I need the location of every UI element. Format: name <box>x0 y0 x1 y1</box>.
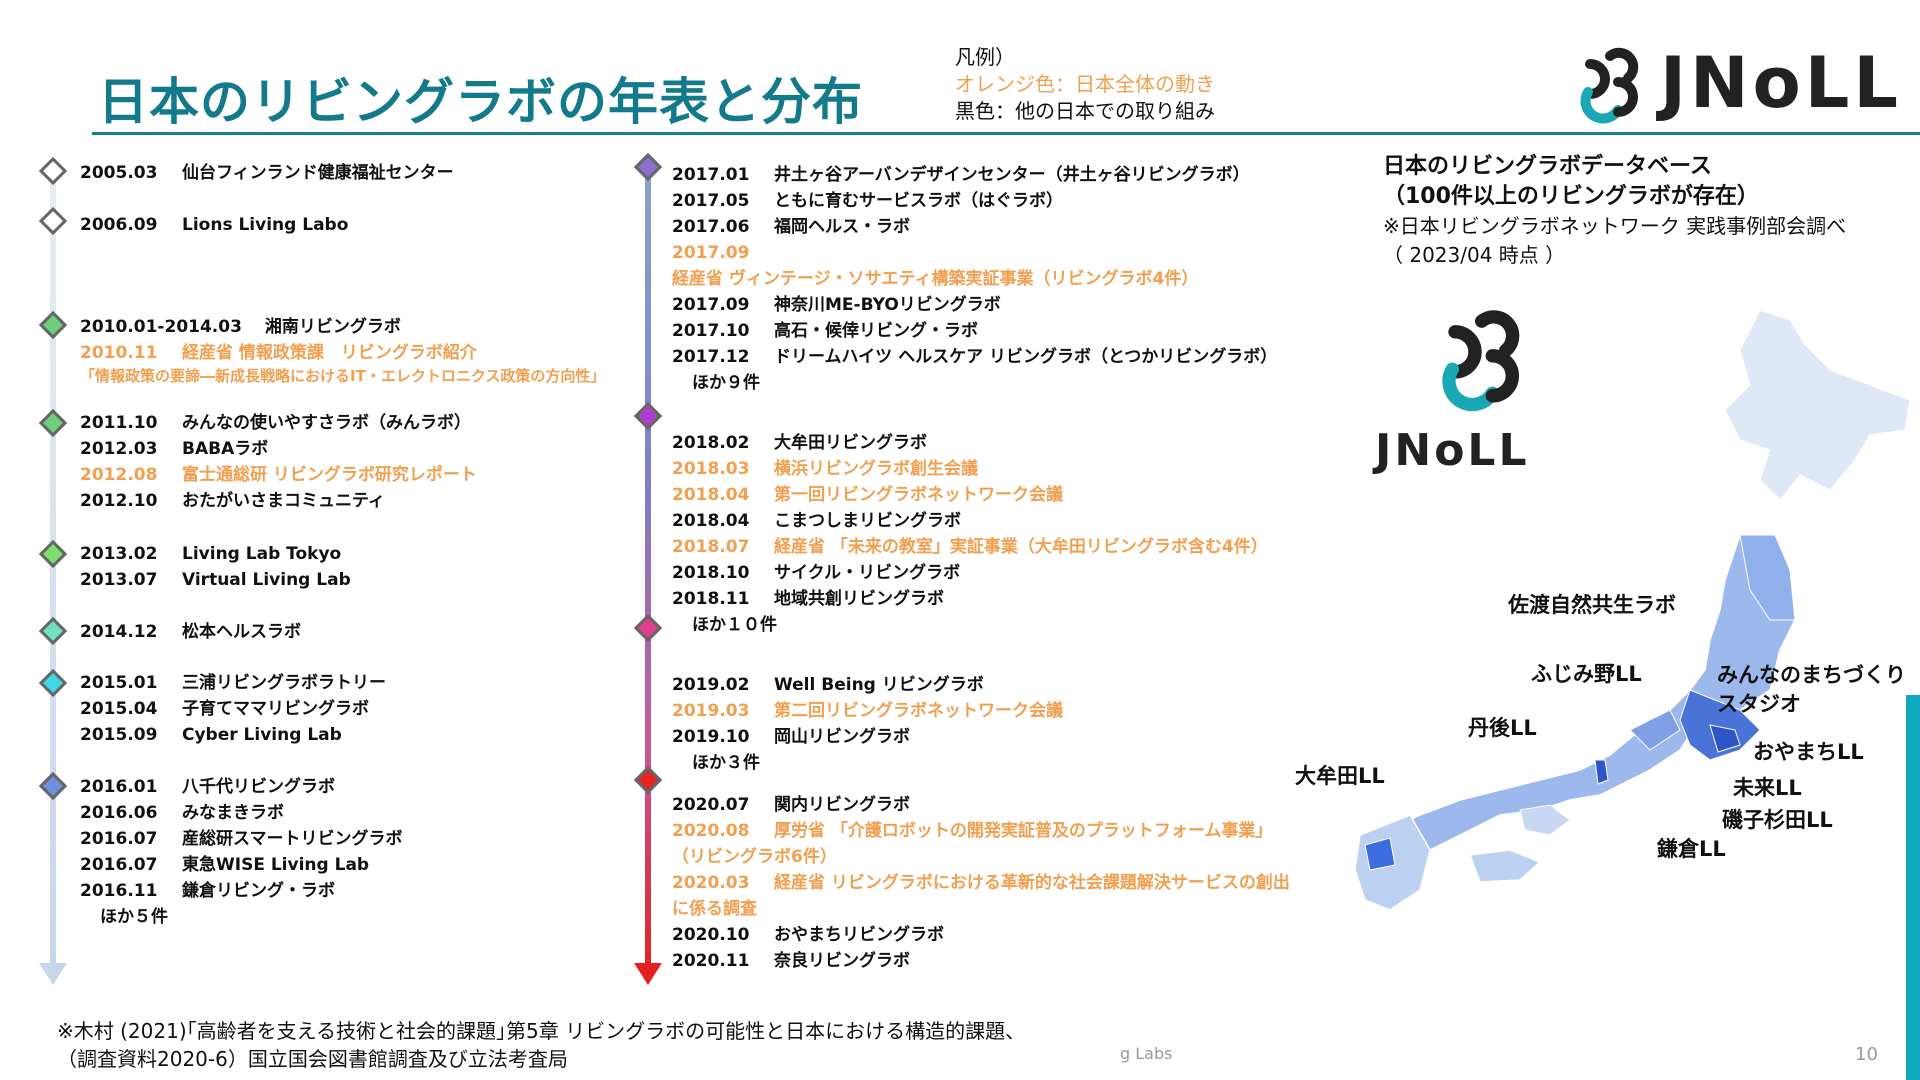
timeline-entry: 「情報政策の要諦―新成長戦略におけるIT・エレクトロニクス政策の方向性」 <box>80 367 606 385</box>
japan-map <box>1354 309 1911 911</box>
timeline-marker <box>38 310 68 340</box>
footer-text: g Labs <box>1120 1044 1173 1063</box>
timeline-entry: 2010.01-2014.03 湘南リビングラボ <box>80 317 401 337</box>
logo-wordmark: JNoLL <box>1375 425 1530 476</box>
timeline-entry: ほか３件 <box>692 753 760 773</box>
timeline-marker <box>38 539 68 569</box>
timeline-arrow-left <box>39 963 67 985</box>
footnote: ※木村 (2021)｢高齢者を支える技術と社会的課題｣第5章 リビングラボの可能… <box>57 1019 1026 1071</box>
accent-bar <box>1906 695 1920 1080</box>
legend-heading: 凡例） <box>955 45 1015 69</box>
timeline-axis-right <box>645 165 651 975</box>
map-label-isogo: 磯子杉田LL <box>1722 808 1833 832</box>
map-label-tango: 丹後LL <box>1468 716 1537 740</box>
legend-black: 黒色：他の日本での取り組み <box>955 99 1215 123</box>
chain-logo-icon <box>1580 47 1639 124</box>
title-divider <box>92 132 1920 135</box>
timeline-entry: ほか９件 <box>692 373 760 393</box>
map-label-oyamachi: おやまちLL <box>1753 740 1864 764</box>
timeline-axis-left <box>50 165 56 975</box>
timeline-marker <box>38 771 68 801</box>
map-label-sado: 佐渡自然共生ラボ <box>1508 593 1676 617</box>
chain-logo-icon <box>1442 310 1520 412</box>
page-title: 日本のリビングラボの年表と分布 <box>98 73 863 131</box>
legend-orange: オレンジ色：日本全体の動き <box>955 72 1215 96</box>
map-label-minnano-2: スタジオ <box>1717 692 1801 716</box>
jnoll-logo: JNoLL <box>1560 42 1920 130</box>
timeline-marker <box>38 668 68 698</box>
map-label-minnano: みんなのまちづくり <box>1717 663 1906 687</box>
database-title: 日本のリビングラボデータベース （100件以上のリビングラボが存在） <box>1383 154 1759 209</box>
timeline-marker <box>38 206 68 236</box>
map-label-mirai: 未来LL <box>1733 776 1802 800</box>
legend: 凡例） オレンジ色：日本全体の動き 黒色：他の日本での取り組み <box>955 44 1215 125</box>
timeline-entry: ほか１０件 <box>692 615 777 635</box>
timeline-marker <box>38 156 68 186</box>
page-number: 10 <box>1855 1044 1878 1065</box>
map-label-fujimino: ふじみ野LL <box>1531 662 1642 686</box>
database-note: ※日本リビングラボネットワーク 実践事例部会調べ （ 2023/04 時点 ） <box>1383 214 1847 267</box>
timeline-marker <box>38 616 68 646</box>
timeline-arrow-right <box>634 963 662 985</box>
timeline-entry: 2017.09経産省 ヴィンテージ・ソサエティ構築実証事業（リビングラボ4件） <box>672 243 1199 289</box>
timeline-marker <box>38 408 68 438</box>
logo-wordmark: JNoLL <box>1660 42 1902 124</box>
map-label-omuta: 大牟田LL <box>1295 764 1385 788</box>
timeline-entry: ほか５件 <box>100 907 168 927</box>
map-label-kamakura: 鎌倉LL <box>1657 837 1726 861</box>
jnoll-logo-secondary: JNoLL <box>1375 305 1565 476</box>
